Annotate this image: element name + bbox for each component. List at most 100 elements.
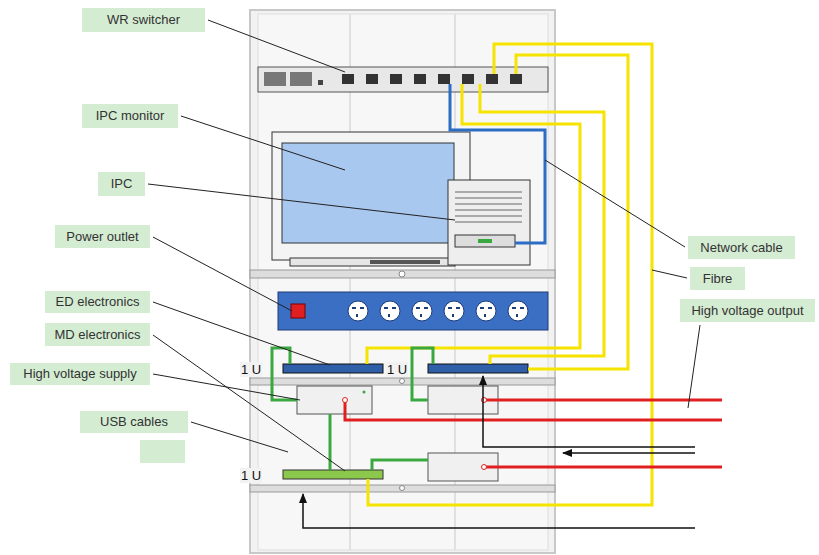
signal-inputs-part — [303, 494, 695, 528]
power-strip-part — [278, 292, 548, 330]
hv-connectors-part — [482, 465, 487, 470]
fibre-cables — [367, 44, 652, 505]
ipc-monitor — [272, 132, 470, 266]
rack-frame — [250, 10, 555, 553]
callout-label: WR switcher — [107, 12, 180, 28]
wr-switch — [258, 67, 548, 92]
fibre-cables-part — [367, 84, 580, 364]
rack-unit-label: 1 U — [240, 362, 262, 377]
power-strip-part — [444, 301, 464, 321]
rack-shelves-part — [250, 270, 555, 278]
wr-switch-part — [342, 74, 354, 84]
leader-lines-part — [191, 422, 288, 452]
ipc-chassis-part — [455, 222, 522, 223]
leader-lines — [148, 20, 700, 471]
hv-supplies-part — [297, 386, 372, 414]
hv-output-cables-part — [484, 399, 722, 402]
hv-connectors-part — [343, 398, 348, 403]
power-strip-part — [380, 301, 400, 321]
callout-box: MD electronics — [45, 323, 150, 346]
usb-cables-part — [372, 460, 428, 470]
ipc-chassis-part — [455, 192, 522, 193]
hv-supplies — [297, 386, 498, 481]
signal-inputs-part — [483, 376, 695, 447]
fibre-cables-part — [480, 84, 604, 364]
ipc-chassis-part — [455, 204, 522, 205]
rack-frame-part — [250, 10, 555, 553]
wr-switch-part — [318, 80, 323, 85]
power-strip-part — [348, 301, 368, 321]
rack-frame-part — [258, 14, 548, 550]
usb-cables — [272, 348, 433, 470]
signal-inputs-part — [563, 452, 695, 454]
callout-box: High voltage output — [680, 299, 815, 322]
hv-output-cables — [345, 400, 722, 467]
power-strip-part — [291, 304, 305, 318]
ipc-chassis-part — [455, 216, 522, 217]
fibre-cables-part — [516, 55, 628, 369]
callout-box: Network cable — [688, 236, 795, 259]
callout-label: Power outlet — [66, 229, 138, 245]
hv-output-cables-part — [484, 466, 722, 469]
leader-lines-part — [652, 270, 687, 278]
power-strip-part — [412, 301, 432, 321]
callout-label: ED electronics — [56, 294, 140, 310]
leader-lines-part — [153, 237, 292, 311]
wr-switch-part — [366, 74, 378, 84]
leader-lines-part — [688, 325, 700, 408]
wr-switch-part — [462, 74, 474, 84]
hv-connectors — [343, 398, 487, 470]
callout-label: High voltage output — [691, 303, 803, 319]
rack-unit-label: 1 U — [386, 362, 408, 377]
ipc-monitor-part — [290, 258, 455, 266]
ipc-chassis-part — [478, 239, 492, 243]
wr-switch-part — [264, 72, 286, 86]
network-cable-part — [450, 84, 545, 243]
ipc-monitor-part — [370, 260, 440, 264]
usb-cables-part — [272, 348, 297, 400]
power-strip — [278, 292, 548, 330]
callout-box: USB cables — [80, 411, 188, 433]
callout-box: High voltage supply — [10, 363, 150, 385]
usb-cables-part — [412, 348, 433, 400]
hv-output-cables-part — [345, 400, 722, 420]
callout-label: USB cables — [100, 414, 168, 430]
rack-shelves-part — [399, 271, 405, 277]
callout-label: Network cable — [700, 240, 782, 256]
callout-box: IPC monitor — [82, 104, 178, 128]
ipc-chassis-part — [455, 198, 522, 199]
electronics-units-part — [428, 364, 528, 373]
callout-box: ED electronics — [45, 291, 150, 313]
power-strip-part — [352, 308, 524, 317]
signal-inputs — [303, 376, 695, 528]
callout-box: IPC — [98, 172, 145, 196]
ipc-chassis-part — [455, 210, 522, 211]
blank-callout — [140, 440, 185, 463]
callout-box: Power outlet — [55, 225, 150, 248]
power-strip-part — [476, 301, 496, 321]
hv-supplies-part — [363, 391, 366, 394]
callout-label: Fibre — [703, 271, 733, 287]
electronics-units-part — [283, 364, 383, 373]
fibre-cables-part — [368, 44, 652, 505]
leader-lines-part — [208, 20, 345, 72]
wr-switch-part — [290, 72, 312, 86]
leader-lines-part — [148, 184, 455, 220]
wr-switch-part — [438, 74, 450, 84]
callout-label: IPC monitor — [96, 108, 165, 124]
rack-unit-label: 1 U — [240, 468, 262, 483]
leader-lines-part — [153, 302, 330, 365]
network-cable — [450, 84, 545, 243]
callout-box: Fibre — [690, 267, 745, 290]
leader-lines-part — [545, 160, 685, 247]
ipc-chassis-part — [448, 180, 530, 265]
rack-shelves-part — [250, 378, 555, 385]
electronics-units-part — [283, 470, 383, 479]
callout-label: MD electronics — [55, 327, 141, 343]
callout-box: WR switcher — [82, 8, 205, 32]
callout-label: IPC — [111, 176, 133, 192]
wr-switch-part — [486, 74, 498, 84]
ipc-monitor-part — [272, 132, 470, 260]
callout-label: High voltage supply — [23, 366, 136, 382]
